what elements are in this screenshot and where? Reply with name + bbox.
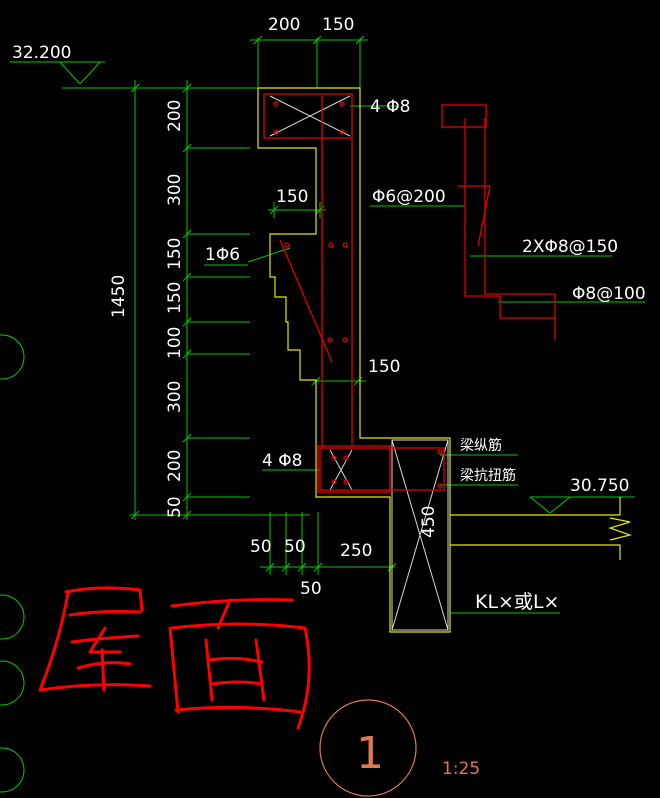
left-dim-100: 100	[165, 327, 185, 359]
left-dim-300b: 300	[165, 381, 185, 413]
labels: 200 150 32.200 1450 200 300 150 150 100 …	[12, 15, 646, 779]
rebar-top-label: 4 Φ8	[370, 97, 410, 117]
beam-dim-450: 450	[419, 506, 439, 538]
rebar-2x-label: 2XΦ8@150	[522, 237, 618, 257]
section-number: 1	[356, 728, 384, 779]
section-marker: 1	[319, 699, 417, 797]
left-total-dim: 1450	[109, 275, 129, 318]
dimension-lines	[0, 35, 645, 793]
left-dim-200b: 200	[165, 450, 185, 482]
top-dim-150: 150	[322, 15, 354, 35]
beam-long-label: 梁纵筋	[460, 437, 502, 454]
bottom-dim-50b: 50	[284, 537, 306, 557]
left-dim-150a: 150	[165, 238, 185, 270]
bottom-dim-250: 250	[340, 541, 372, 561]
bottom-dim-50c: 50	[300, 579, 322, 599]
beam-type-label: KL×或L×	[475, 591, 559, 613]
rebar-1phi6-label: 1Φ6	[205, 245, 240, 265]
dim-150-right: 150	[368, 357, 400, 377]
left-dim-50: 50	[165, 496, 185, 518]
rebar-phi8-100-label: Φ8@100	[572, 284, 646, 304]
dim-150-mid: 150	[276, 187, 308, 207]
scale-label: 1:25	[442, 759, 480, 779]
handwritten-roof-mark	[38, 586, 311, 730]
elevation-top: 32.200	[12, 43, 71, 63]
elevation-right: 30.750	[570, 476, 629, 496]
left-dim-150b: 150	[165, 282, 185, 314]
rebar	[263, 93, 556, 493]
rebar-bottom-label: 4 Φ8	[262, 451, 302, 471]
left-dim-300: 300	[165, 174, 185, 206]
bottom-dim-50a: 50	[250, 537, 272, 557]
beam-torsion-label: 梁抗扭筋	[460, 467, 516, 484]
top-dim-200: 200	[268, 15, 300, 35]
rebar-stirrup-label: Φ6@200	[372, 187, 446, 207]
left-dim-200: 200	[165, 100, 185, 132]
concrete-outline	[257, 87, 633, 633]
